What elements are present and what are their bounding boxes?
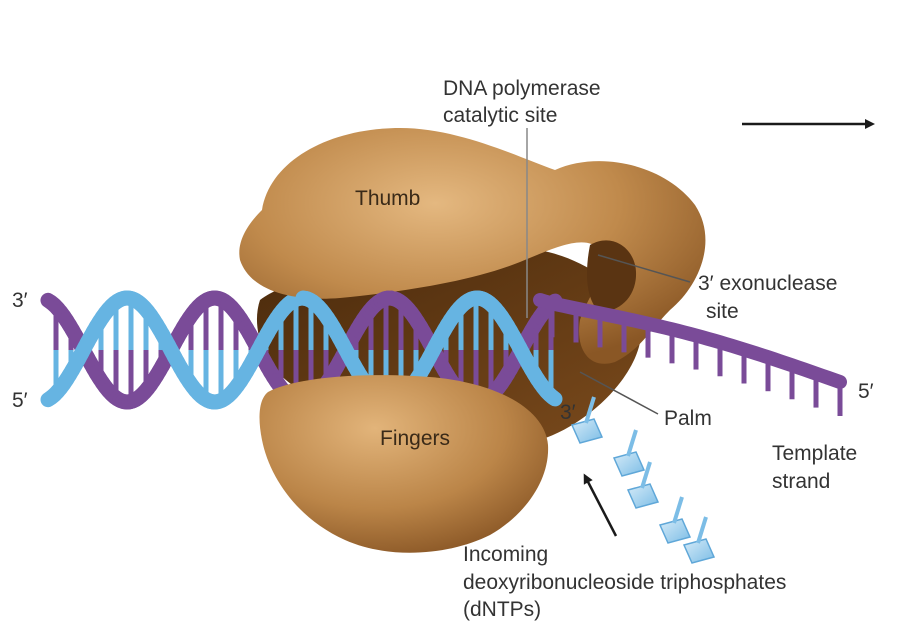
left-bottom-end-label: 5′ <box>12 389 28 412</box>
dntp-stem <box>640 461 652 489</box>
template-strand-label-line1: Template <box>772 442 857 465</box>
catalytic-site-label-line2: catalytic site <box>443 104 557 127</box>
palm-label: Palm <box>664 407 712 430</box>
template-tail-ribbon <box>533 293 847 389</box>
dntp-label-line3: (dNTPs) <box>463 598 541 621</box>
primer-3prime-label: 3′ <box>560 401 576 424</box>
dntp-label-line1: Incoming <box>463 543 548 566</box>
dntp-stem <box>696 516 708 544</box>
template-5prime-label: 5′ <box>858 380 874 403</box>
left-top-end-label: 3′ <box>12 289 28 312</box>
exonuclease-pointer <box>597 254 691 283</box>
palm-pointer <box>579 371 659 415</box>
dntp-stem <box>584 396 596 424</box>
dntp-label-line2: deoxyribonucleoside triphosphates <box>463 571 786 594</box>
exonuclease-pocket <box>587 240 637 312</box>
dntp-stem <box>672 496 684 524</box>
arrow-up-icon <box>583 473 618 537</box>
exonuclease-label-line2: site <box>706 300 739 323</box>
fingers-domain <box>259 375 549 553</box>
template-strand-label-line2: strand <box>772 470 830 493</box>
fingers-label: Fingers <box>380 427 450 450</box>
template-strand-tail <box>533 293 847 416</box>
thumb-label: Thumb <box>355 187 420 210</box>
catalytic-site-label-line1: DNA polymerase <box>443 77 601 100</box>
incoming-dntps <box>570 396 716 564</box>
primer-backbone <box>544 389 563 407</box>
exonuclease-label-line1: 3′ exonuclease <box>698 272 837 295</box>
dntp-stem <box>626 429 638 457</box>
primer-backbone <box>202 393 222 410</box>
template-backbone <box>202 290 222 307</box>
